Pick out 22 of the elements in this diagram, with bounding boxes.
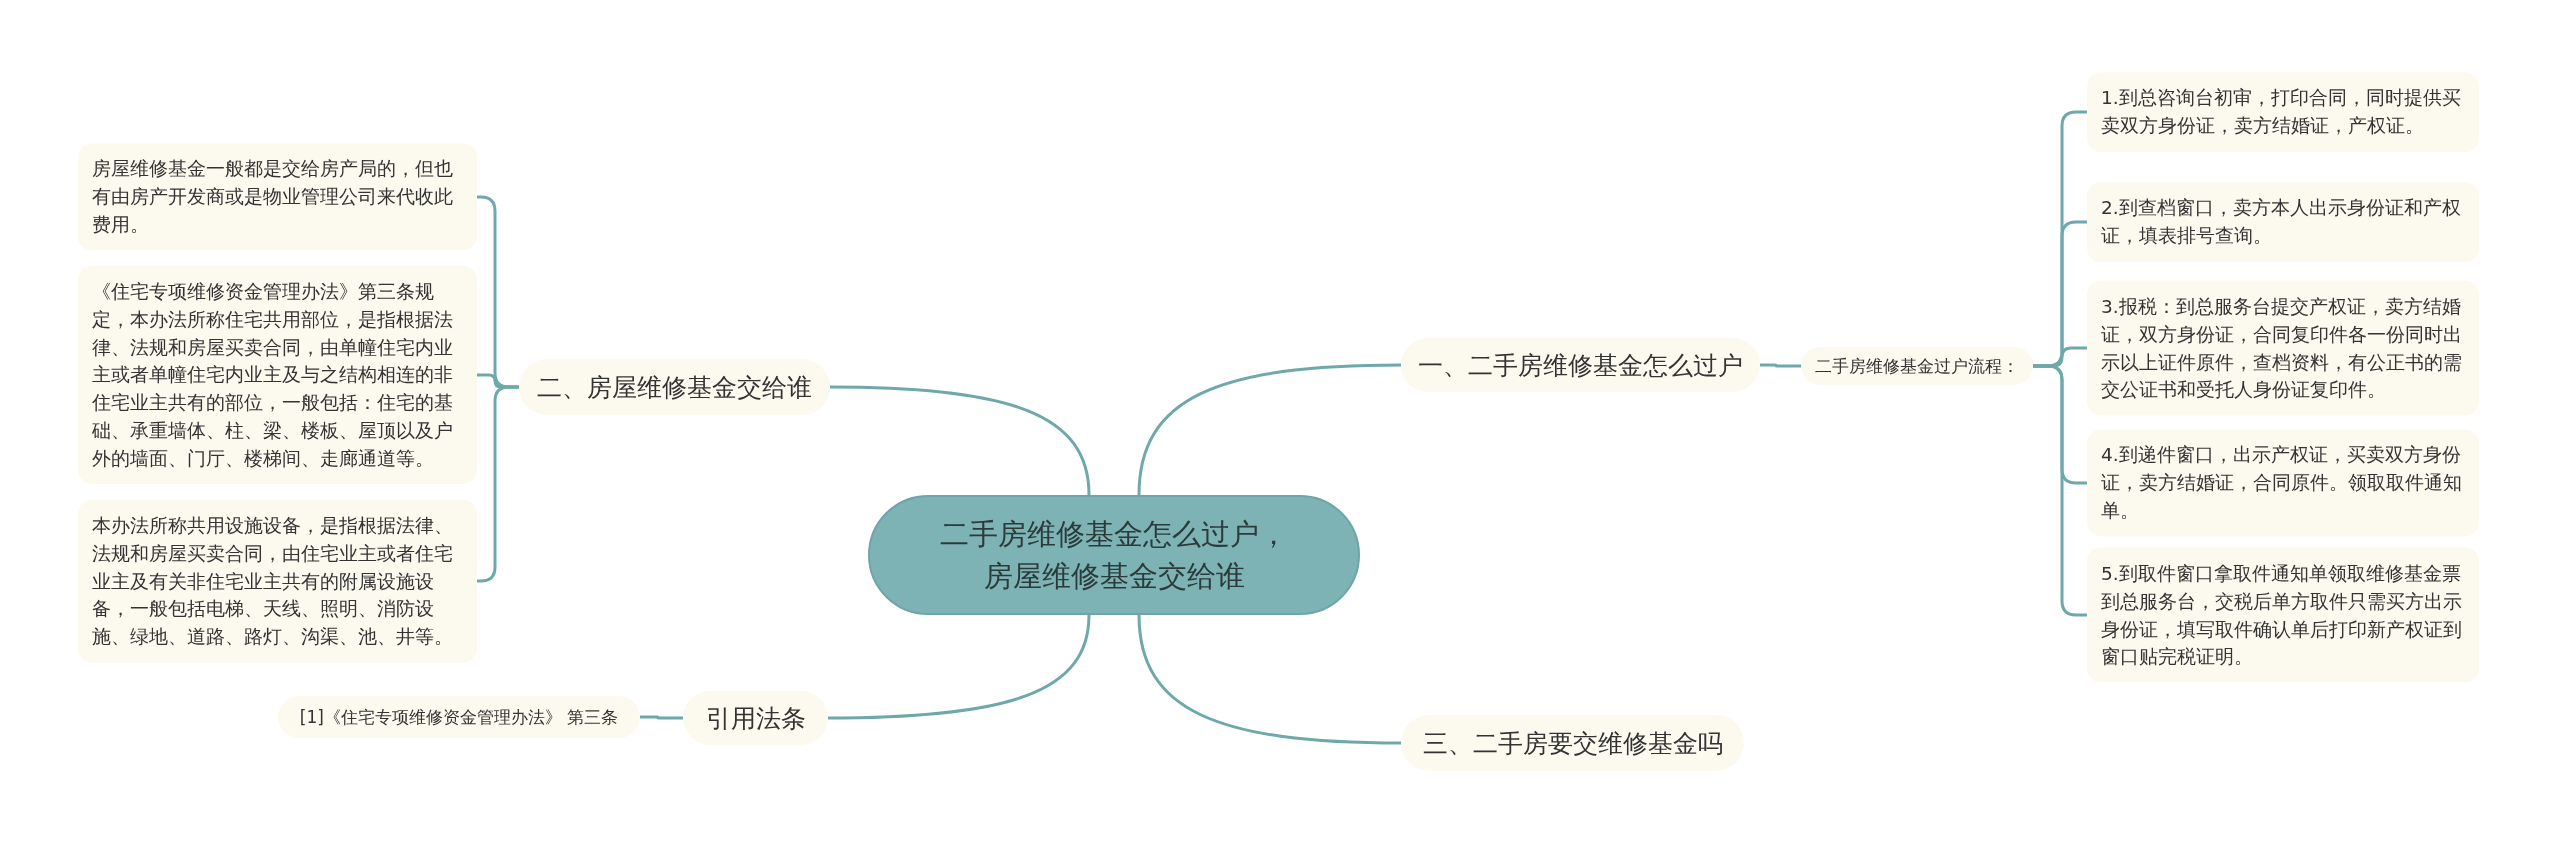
- topic-box: 一、二手房维修基金怎么过户: [1401, 338, 1760, 392]
- step-box: 5.到取件窗口拿取件通知单领取维修基金票到总服务台，交税后单方取件只需买方出示身份证，填写取件确认单后打印新产权证到窗口贴完税证明。: [2087, 547, 2479, 683]
- connector-line: [640, 715, 683, 720]
- step-box: 1.到总咨询台初审，打印合同，同时提供买卖双方身份证，卖方结婚证，产权证。: [2087, 72, 2479, 152]
- connector-line: [1760, 363, 1801, 368]
- step-box: 3.报税：到总服务台提交产权证，卖方结婚证，双方身份证，合同复印件各一份同时出示以上证件原件，查档资料，有公正书的需交公证书和受托人身份证复印件。: [2087, 280, 2479, 416]
- connector-line: [1137, 614, 1402, 745]
- reference-box: [1]《住宅专项维修资金管理办法》 第三条: [278, 696, 640, 738]
- note-box: 本办法所称共用设施设备，是指根据法律、法规和房屋买卖合同，由住宅业主或者住宅业主及有关非住宅业主共有的附属设施设备，一般包括电梯、天线、照明、消防设施、绿地、道路、路灯、沟渠、池、井等。: [78, 499, 477, 663]
- note-box: 《住宅专项维修资金管理办法》第三条规定，本办法所称住宅共用部位，是指根据法律、法规和房屋买卖合同，由单幢住宅内业主或者单幢住宅内业主及与之结构相连的非住宅业主共有的部位，一般包括：住宅的基础、承重墙体、柱、梁、楼板、屋顶以及户外的墙面、门厅、楼梯间、走廊通道等。: [78, 265, 477, 485]
- step-box: 4.到递件窗口，出示产权证，买卖双方身份证，卖方结婚证，合同原件。领取取件通知单。: [2087, 429, 2479, 537]
- step-box: 2.到查档窗口，卖方本人出示身份证和产权证，填表排号查询。: [2087, 182, 2479, 262]
- note-box: 房屋维修基金一般都是交给房产局的，但也有由房产开发商或是物业管理公司来代收此费用。: [78, 143, 477, 251]
- topic-box: 三、二手房要交维修基金吗: [1401, 715, 1744, 771]
- topic-box: 二、房屋维修基金交给谁: [519, 359, 830, 415]
- connector-line: [2033, 364, 2087, 617]
- connector-line: [828, 614, 1091, 720]
- connector-line: [1137, 363, 1402, 496]
- topic-box: 引用法条: [683, 691, 828, 745]
- central-topic: 二手房维修基金怎么过户，房屋维修基金交给谁: [868, 495, 1360, 615]
- subtopic-box: 二手房维修基金过户流程：: [1801, 347, 2033, 385]
- connector-line: [830, 385, 1091, 496]
